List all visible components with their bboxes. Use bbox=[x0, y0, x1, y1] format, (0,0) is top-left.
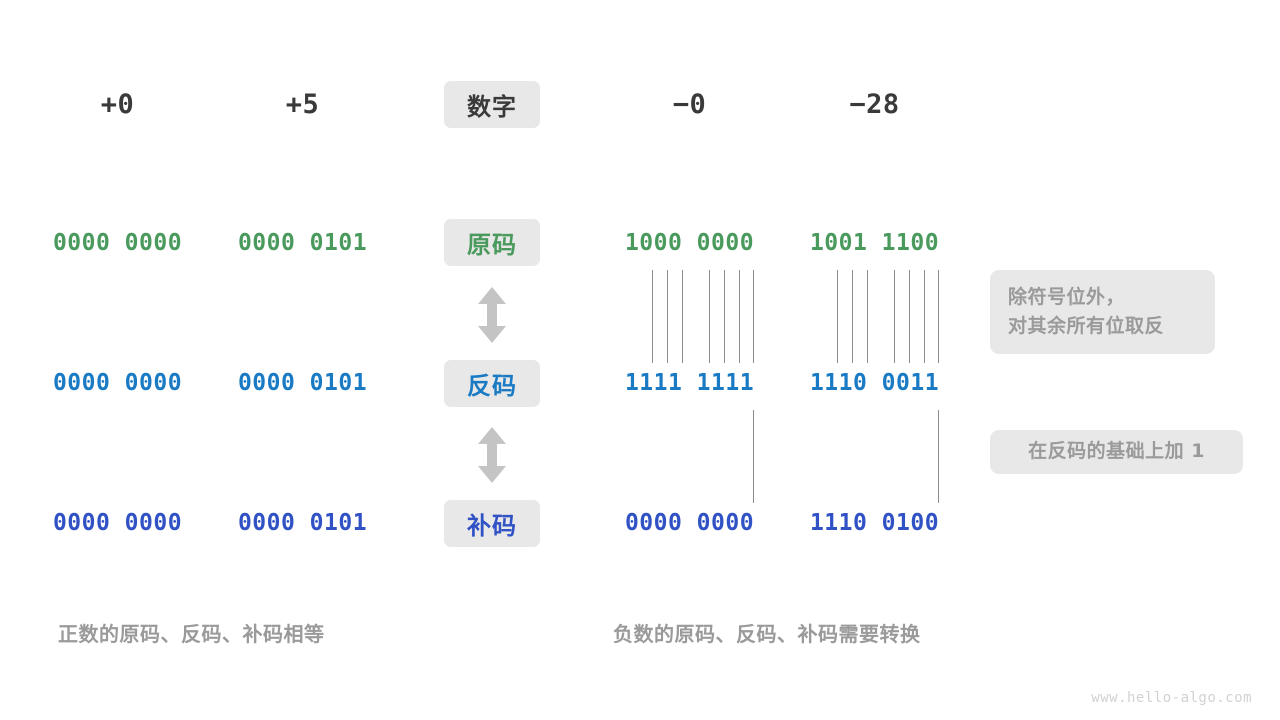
row-label-chip-number: 数字 bbox=[444, 81, 540, 128]
connector-tick bbox=[652, 270, 653, 363]
connector-tick bbox=[867, 270, 868, 363]
connector-tick bbox=[724, 270, 725, 363]
connector-tick bbox=[924, 270, 925, 363]
watermark: www.hello-algo.com bbox=[1091, 690, 1252, 706]
row-label-ones-complement-text: 反码 bbox=[467, 372, 517, 400]
value-ones-complement-pos-five: 0000 0101 bbox=[237, 370, 368, 396]
value-ones-complement-neg-zero: 1111 1111 bbox=[624, 370, 755, 396]
row-label-chip-twos-complement: 补码 bbox=[444, 500, 540, 547]
value-ones-complement-pos-zero: 0000 0000 bbox=[52, 370, 183, 396]
row-label-sign-magnitude-text: 原码 bbox=[467, 231, 517, 259]
callout-add-one-line1: 在反码的基础上加 1 bbox=[1028, 440, 1205, 463]
connector-tick bbox=[682, 270, 683, 363]
connector-tick bbox=[938, 410, 939, 503]
connector-tick bbox=[753, 410, 754, 503]
caption-positive: 正数的原码、反码、补码相等 bbox=[58, 622, 325, 646]
value-twos-complement-pos-zero: 0000 0000 bbox=[52, 510, 183, 536]
connector-tick bbox=[753, 270, 754, 363]
value-twos-complement-pos-five: 0000 0101 bbox=[237, 510, 368, 536]
value-sign-magnitude-pos-five: 0000 0101 bbox=[237, 230, 368, 256]
value-ones-complement-neg-twentyeight: 1110 0011 bbox=[809, 370, 940, 396]
callout-add-one: 在反码的基础上加 1 bbox=[990, 430, 1243, 474]
column-header-neg-zero: −0 bbox=[672, 88, 707, 120]
connector-tick bbox=[739, 270, 740, 363]
row-label-chip-sign-magnitude: 原码 bbox=[444, 219, 540, 266]
value-sign-magnitude-neg-twentyeight: 1001 1100 bbox=[809, 230, 940, 256]
row-label-twos-complement-text: 补码 bbox=[467, 512, 517, 540]
connector-tick bbox=[894, 270, 895, 363]
value-sign-magnitude-pos-zero: 0000 0000 bbox=[52, 230, 183, 256]
connector-tick bbox=[709, 270, 710, 363]
connector-tick bbox=[667, 270, 668, 363]
caption-negative: 负数的原码、反码、补码需要转换 bbox=[613, 622, 921, 646]
callout-invert-bits: 除符号位外， 对其余所有位取反 bbox=[990, 270, 1215, 354]
row-label-number-text: 数字 bbox=[467, 93, 517, 121]
double-vertical-arrow-icon-upper bbox=[478, 287, 506, 343]
row-label-chip-ones-complement: 反码 bbox=[444, 360, 540, 407]
value-sign-magnitude-neg-zero: 1000 0000 bbox=[624, 230, 755, 256]
column-header-neg-twentyeight: −28 bbox=[849, 88, 900, 120]
value-twos-complement-neg-zero: 0000 0000 bbox=[624, 510, 755, 536]
connector-tick bbox=[938, 270, 939, 363]
double-vertical-arrow-icon-lower bbox=[478, 427, 506, 483]
value-twos-complement-neg-twentyeight: 1110 0100 bbox=[809, 510, 940, 536]
connector-tick bbox=[852, 270, 853, 363]
connector-tick bbox=[837, 270, 838, 363]
connector-tick bbox=[909, 270, 910, 363]
callout-invert-bits-line1: 除符号位外， bbox=[1008, 285, 1126, 308]
column-header-pos-five: +5 bbox=[285, 88, 320, 120]
column-header-pos-zero: +0 bbox=[100, 88, 135, 120]
callout-invert-bits-line2: 对其余所有位取反 bbox=[1008, 315, 1165, 337]
